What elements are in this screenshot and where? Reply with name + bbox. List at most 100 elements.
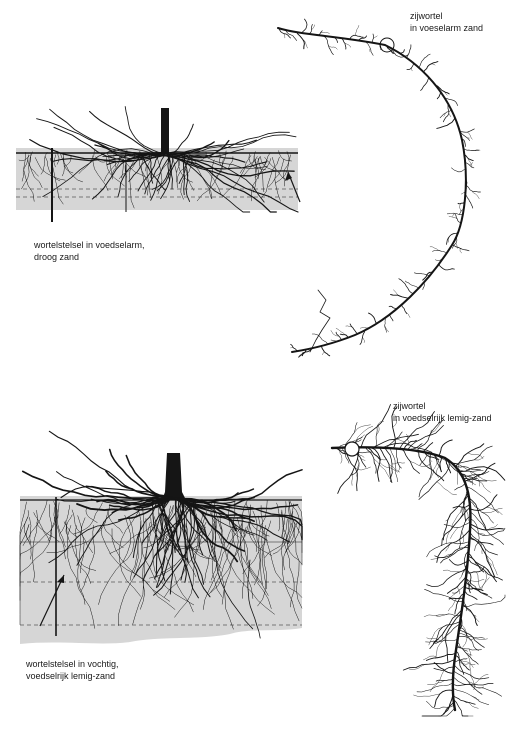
bottom-lateral-branch bbox=[452, 446, 493, 464]
top-lateral-branch bbox=[402, 305, 407, 314]
bottom-lateral-label-line2: in voedselrijk lemig-zand bbox=[393, 412, 492, 424]
bottom-lateral-branch bbox=[464, 596, 467, 611]
top-lateral-branch bbox=[430, 247, 440, 251]
top-trunk bbox=[161, 108, 169, 154]
bottom-lateral-branch bbox=[441, 544, 470, 563]
top-lateral-branch bbox=[437, 92, 440, 99]
bottom-lateral-branch bbox=[437, 482, 457, 495]
bottom-lateral-branch bbox=[471, 639, 488, 640]
top-lateral-branch bbox=[456, 243, 458, 248]
bottom-lateral-branch bbox=[365, 447, 376, 473]
bottom-lateral-branch bbox=[352, 472, 353, 485]
bottom-lateral-branch bbox=[459, 630, 484, 648]
bottom-lateral-branch bbox=[481, 570, 486, 590]
bottom-lateral-branch bbox=[423, 708, 455, 716]
bottom-lateral-branch bbox=[453, 688, 489, 704]
bottom-lateral-branch bbox=[404, 440, 416, 449]
bottom-lateral-branch bbox=[465, 463, 495, 481]
top-lateral-branch bbox=[399, 279, 414, 294]
bottom-lateral-branch bbox=[476, 572, 480, 589]
bottom-lateral-branch bbox=[396, 449, 401, 469]
bottom-lateral-branch bbox=[447, 526, 454, 544]
bottom-lateral-branch bbox=[427, 638, 442, 641]
top-lateral-branch bbox=[421, 78, 429, 91]
top-lateral-branch bbox=[297, 32, 305, 49]
top-lateral-label-line1: zijwortel bbox=[410, 10, 483, 22]
bottom-lateral-branch bbox=[440, 457, 442, 472]
bottom-lateral-branch bbox=[473, 674, 488, 684]
top-lateral-branch bbox=[440, 110, 451, 118]
bottom-lateral-branch bbox=[470, 527, 505, 536]
top-lateral-label: zijwortel in voeselarm zand bbox=[410, 10, 483, 34]
bottom-lateral-branch bbox=[471, 579, 485, 581]
top-lateral-branch bbox=[369, 313, 377, 323]
top-lateral-branch bbox=[391, 295, 409, 299]
top-lateral-branch bbox=[465, 194, 473, 208]
top-lateral-branch bbox=[360, 327, 368, 328]
bottom-lateral-branch bbox=[419, 461, 449, 500]
bottom-panel-label-line2: voedselrijk lemig-zand bbox=[26, 670, 119, 682]
top-lateral-main bbox=[278, 28, 466, 352]
bottom-lateral-branch bbox=[462, 625, 467, 648]
bottom-lateral-branch bbox=[454, 671, 483, 694]
top-panel-label-line2: droog zand bbox=[34, 251, 145, 263]
bottom-lateral-branch bbox=[408, 425, 444, 449]
top-lateral-branch bbox=[385, 318, 387, 333]
bottom-lateral-label: zijwortel in voedselrijk lemig-zand bbox=[393, 400, 492, 424]
bottom-trunk bbox=[162, 453, 186, 500]
top-lateral-branch bbox=[460, 203, 462, 211]
top-lateral-branch bbox=[302, 19, 307, 33]
top-lateral-branch bbox=[452, 213, 455, 216]
bottom-root-strand bbox=[23, 471, 174, 498]
top-panel-label: wortelstelsel in voedselarm, droog zand bbox=[34, 239, 145, 263]
top-lateral-branch bbox=[407, 64, 414, 70]
top-root-strand bbox=[125, 107, 165, 154]
top-lateral-branch bbox=[439, 264, 454, 270]
bottom-lateral-branch bbox=[469, 649, 470, 656]
bottom-lateral-branch bbox=[444, 522, 470, 528]
bottom-panel-label-line1: wortelstelsel in vochtig, bbox=[26, 658, 119, 670]
top-panel-label-line1: wortelstelsel in voedselarm, bbox=[34, 239, 145, 251]
bottom-lateral-branch bbox=[455, 484, 466, 491]
bottom-lateral-branch bbox=[470, 536, 493, 545]
top-soil-panel bbox=[16, 107, 300, 223]
bottom-lateral-branch bbox=[414, 694, 440, 697]
bottom-lateral-branch bbox=[442, 507, 470, 545]
bottom-lateral-branch bbox=[435, 547, 469, 557]
bottom-soil-panel bbox=[20, 431, 302, 644]
bottom-lateral-branch bbox=[453, 677, 502, 697]
bottom-lateral-branch bbox=[475, 480, 490, 493]
bottom-lateral-branch bbox=[402, 449, 420, 474]
bottom-lateral-branch bbox=[409, 664, 429, 669]
top-lateral-branch bbox=[404, 309, 410, 318]
top-lateral-branches bbox=[279, 19, 481, 357]
top-lateral-branch bbox=[437, 118, 455, 128]
bottom-lateral-branch bbox=[425, 589, 464, 601]
bottom-lateral-branch bbox=[434, 663, 453, 674]
top-lateral-branch bbox=[366, 42, 373, 56]
bottom-panel-label: wortelstelsel in vochtig, voedselrijk le… bbox=[26, 658, 119, 682]
bottom-lateral-branch bbox=[407, 434, 409, 443]
top-lateral-branch bbox=[449, 114, 451, 117]
bottom-lateral-branch bbox=[463, 604, 478, 626]
top-lateral-branch bbox=[411, 68, 412, 71]
top-lateral-branch bbox=[308, 24, 312, 34]
bottom-lateral-label-line1: zijwortel bbox=[393, 400, 492, 412]
top-lateral-branch bbox=[284, 34, 285, 38]
top-lateral-branch bbox=[424, 62, 438, 72]
bottom-lateral-branch bbox=[417, 420, 443, 451]
top-lateral-branch bbox=[436, 85, 450, 94]
top-lateral-root bbox=[278, 19, 481, 357]
bottom-lateral-branch bbox=[436, 679, 453, 681]
bottom-lateral-branch bbox=[468, 558, 503, 580]
top-lateral-branch bbox=[356, 25, 359, 35]
bottom-lateral-branch bbox=[462, 715, 473, 716]
top-lateral-branch bbox=[346, 326, 354, 329]
bottom-lateral-branch bbox=[376, 425, 378, 448]
bottom-lateral-branch bbox=[476, 578, 490, 590]
bottom-root-strand bbox=[49, 431, 174, 498]
top-lateral-branch bbox=[452, 245, 469, 251]
bottom-lateral-branch bbox=[470, 524, 503, 530]
top-lateral-branch bbox=[331, 340, 337, 342]
